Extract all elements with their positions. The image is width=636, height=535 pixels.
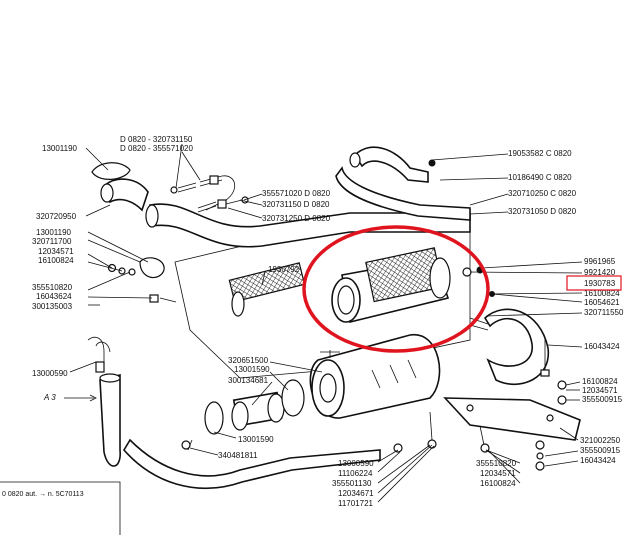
label: 16043624 xyxy=(36,292,72,301)
label: 12034571 xyxy=(38,247,74,256)
label: 16100824 xyxy=(38,256,74,265)
label: 12034571 xyxy=(480,469,516,478)
top-hose xyxy=(353,146,429,183)
clamp-band xyxy=(483,308,549,385)
vertical-pipe xyxy=(99,373,121,467)
label: 355510820 xyxy=(476,459,517,468)
label: 16100824 xyxy=(584,289,620,298)
label: 300134681 xyxy=(228,376,269,385)
a3-arrow xyxy=(64,394,97,402)
label: A 3 xyxy=(43,393,56,402)
label: 320710250 C 0820 xyxy=(508,189,577,198)
label: 13001590 xyxy=(234,365,270,374)
label: 12034671 xyxy=(338,489,374,498)
label: 355510820 xyxy=(32,283,73,292)
bottom-hose xyxy=(123,438,381,490)
labels-top: D 0820 - 320731150 D 0820 - 355571020 35… xyxy=(120,135,331,223)
label: 320731150 D 0820 xyxy=(262,200,330,209)
label: 320720950 xyxy=(36,212,77,221)
leader-lines xyxy=(69,143,583,503)
labels-top-right: 19053582 C 0820 10186490 C 0820 32071025… xyxy=(508,149,577,216)
filter-element-inner xyxy=(228,262,306,303)
label: 16054621 xyxy=(584,298,620,307)
intake-pipe xyxy=(149,203,471,248)
label: 355500915 xyxy=(582,395,623,404)
labels-center: 1930792 320651500 13001590 300134681 130… xyxy=(218,265,300,460)
bracket-plate xyxy=(443,397,581,441)
footer-text: 0 0820 aut. → n. 5C70113 xyxy=(2,491,84,498)
label: 12034571 xyxy=(582,386,618,395)
label: 320711550 xyxy=(584,308,624,317)
label: 320711700 xyxy=(32,237,72,246)
footer-note: 0 0820 aut. → n. 5C70113 xyxy=(0,481,121,535)
label: 16100824 xyxy=(582,377,618,386)
label: 320731250 D 0820 xyxy=(262,214,331,223)
elbow-tube xyxy=(104,178,149,212)
label: 16043424 xyxy=(580,456,616,465)
bolt-4 xyxy=(225,199,243,205)
label: 1930792 xyxy=(268,265,300,274)
top-hose-lower xyxy=(335,166,471,221)
label-highlighted-part: 1930783 xyxy=(584,279,616,288)
label: 10186490 C 0820 xyxy=(508,173,572,182)
hose-clamp-top-left xyxy=(91,162,131,180)
label: 320731050 D 0820 xyxy=(508,207,577,216)
hose-clamp-lower-2 xyxy=(281,379,305,417)
label: 355501130 xyxy=(332,479,372,488)
label: D 0820 - 320731150 xyxy=(120,135,193,144)
label: 16043424 xyxy=(584,342,620,351)
label: 16100824 xyxy=(480,479,516,488)
highlight-label-box xyxy=(566,275,622,291)
labels-right: 9961965 9921420 1930783 16100824 1605462… xyxy=(580,257,624,465)
label: 13001190 xyxy=(36,228,72,237)
label: 11701721 xyxy=(338,499,374,508)
label: 340481811 xyxy=(218,451,258,460)
label: 355500915 xyxy=(580,446,621,455)
label: 355571020 D 0820 xyxy=(262,189,331,198)
label: 13001190 xyxy=(42,144,78,153)
label: 13000590 xyxy=(338,459,374,468)
label: 19053582 C 0820 xyxy=(508,149,572,158)
drawing xyxy=(64,143,583,503)
label: 13001590 xyxy=(238,435,274,444)
label: 9921420 xyxy=(584,268,616,277)
label: 321002250 xyxy=(580,436,621,445)
label: 13000590 xyxy=(32,369,68,378)
clamp-left-small xyxy=(139,257,165,279)
label: D 0820 - 355571020 xyxy=(120,144,194,153)
label: 320651500 xyxy=(228,356,269,365)
labels-bottom: 13000590 11106224 355501130 12034671 117… xyxy=(332,459,517,508)
label: 11106224 xyxy=(338,469,373,478)
highlight-callout-ellipse xyxy=(302,225,490,353)
label: 9961965 xyxy=(584,257,616,266)
hose-clamp-lower-1 xyxy=(204,401,224,435)
labels-left: 13001190 320720950 13001190 320711700 12… xyxy=(32,144,78,402)
label: 300135003 xyxy=(32,302,73,311)
bolt-3 xyxy=(197,201,217,213)
bolt-1 xyxy=(177,182,197,193)
